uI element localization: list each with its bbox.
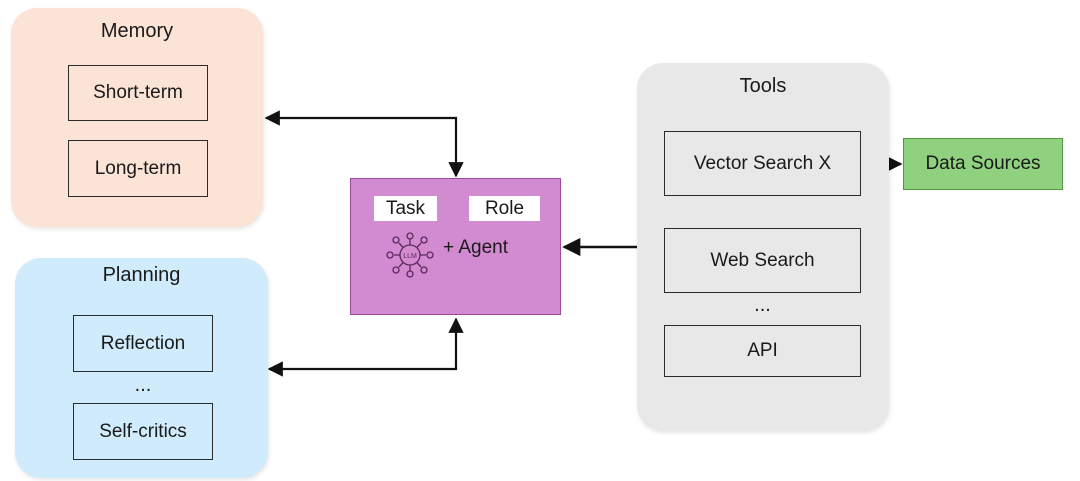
memory-group: Memory Short-term Long-term — [11, 8, 263, 227]
short-term-box: Short-term — [68, 65, 208, 121]
llm-icon-text: LLM — [403, 253, 417, 260]
data-sources-box: Data Sources — [903, 138, 1063, 190]
llm-network-icon: LLM — [386, 232, 434, 278]
memory-title: Memory — [100, 20, 174, 42]
planning-group: Planning Reflection ... Self-critics — [15, 258, 268, 478]
planning-ellipsis: ... — [134, 374, 152, 396]
tools-title: Tools — [739, 75, 787, 97]
tools-group: Tools Vector Search X Web Search ... API — [637, 63, 889, 431]
web-search-box: Web Search — [664, 228, 861, 293]
memory-agent-arrow — [264, 110, 464, 178]
long-term-box: Long-term — [68, 140, 208, 197]
agent-label: + Agent — [443, 237, 508, 258]
api-box: API — [664, 325, 861, 377]
planning-agent-arrow — [267, 317, 464, 377]
vector-search-box: Vector Search X — [664, 131, 861, 196]
planning-title: Planning — [102, 264, 181, 286]
task-chip: Task — [374, 196, 437, 221]
reflection-box: Reflection — [73, 315, 213, 372]
role-chip: Role — [469, 196, 540, 221]
agent-box: Task Role LLM + Agent — [350, 178, 561, 315]
self-critics-box: Self-critics — [73, 403, 213, 460]
tools-ellipsis: ... — [754, 294, 771, 316]
